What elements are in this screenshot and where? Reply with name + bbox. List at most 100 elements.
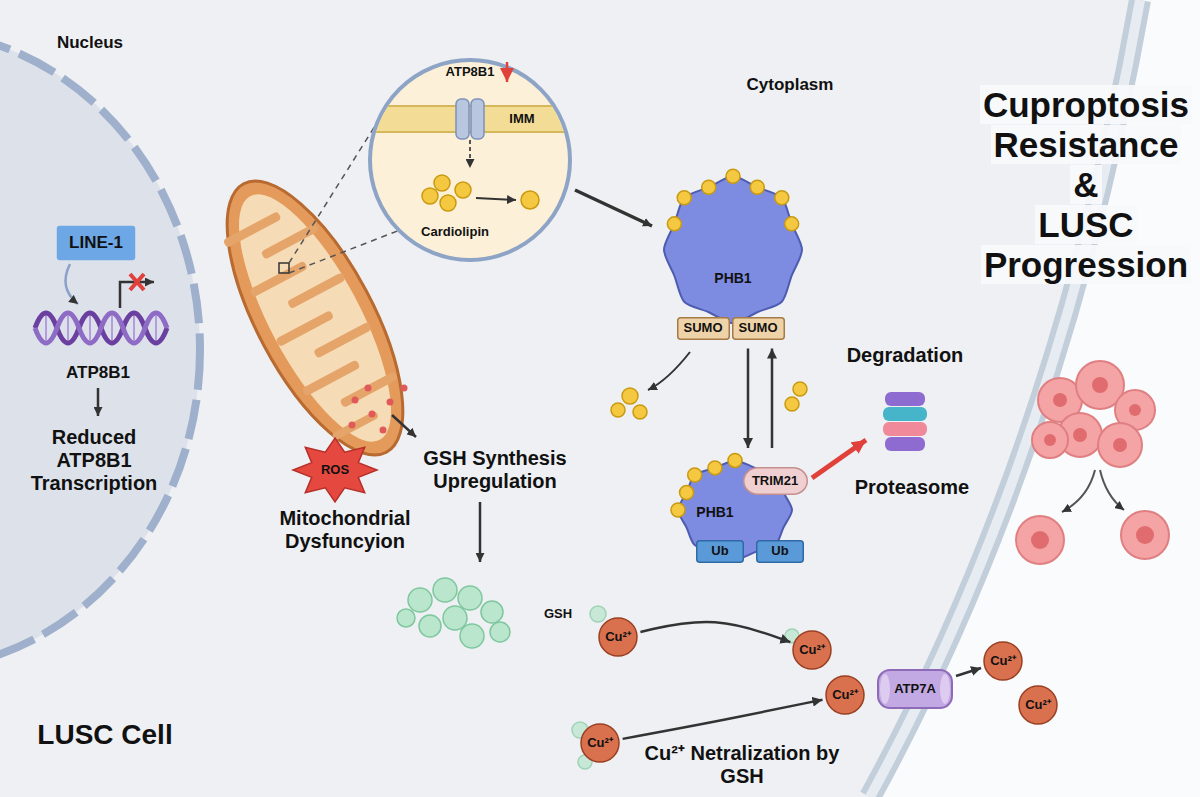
node-text: Cu²⁺ xyxy=(1025,698,1051,713)
tumor-nuclei xyxy=(1073,428,1087,442)
node-text: Cu²⁺ xyxy=(799,643,825,658)
node-text: PHB1 xyxy=(696,504,733,520)
ros-burst: ROS xyxy=(292,437,378,503)
copper-ion: Cu²⁺ xyxy=(598,617,638,657)
gsh-molecules xyxy=(419,615,441,637)
proteasome xyxy=(885,392,925,406)
gsh-molecules xyxy=(397,578,799,769)
element-box-outline xyxy=(57,226,136,261)
tumor-cells xyxy=(1121,511,1169,559)
cardiolipin-spheres xyxy=(422,175,539,211)
molecule-label: GSH xyxy=(536,607,580,622)
process-label: Degradation xyxy=(830,344,980,367)
transporter-body xyxy=(878,670,952,708)
proteasome xyxy=(883,407,927,421)
ligase-protein-outline xyxy=(743,468,807,495)
cardiolipin-spheres xyxy=(622,388,638,404)
gsh-molecules xyxy=(590,606,606,622)
dna-helix xyxy=(155,316,157,340)
gsh-molecules xyxy=(490,622,510,642)
cardiolipin-bead xyxy=(680,486,694,500)
cardiolipin-bead xyxy=(726,169,740,183)
connector-arrow xyxy=(640,622,790,642)
cardiolipin-spheres xyxy=(422,188,438,204)
title-block: Cuproptosis Resistance & LUSC Progressio… xyxy=(978,85,1194,285)
gsh-molecules xyxy=(408,588,432,612)
ros-dots xyxy=(387,399,394,406)
gsh-molecules xyxy=(397,609,415,627)
flow-arrow xyxy=(479,502,482,562)
node-text: SUMO xyxy=(684,321,723,336)
ubiquitin-tag-outline xyxy=(697,540,744,562)
compartment-label: Cytoplasm xyxy=(720,75,860,95)
cardiolipin-bead xyxy=(688,468,702,482)
sumo-tag-outline xyxy=(677,318,729,340)
ros-dots xyxy=(365,385,372,392)
node-text: Cu²⁺ xyxy=(587,736,613,751)
ion-circle xyxy=(826,676,864,714)
protein-complex: SUMOSUMOPHB1 xyxy=(658,171,808,346)
connector-arrow xyxy=(956,668,981,676)
sumo-tag: SUMO xyxy=(677,317,730,340)
compartment-label: Nucleus xyxy=(30,33,150,53)
movement-arrow xyxy=(476,198,516,200)
connector-arrow xyxy=(771,349,774,449)
ligase-protein: TRIM21 xyxy=(743,467,808,495)
copper-ion: Cu²⁺ xyxy=(580,723,620,763)
zoom-inset xyxy=(370,60,570,260)
dna-helix xyxy=(89,316,91,340)
cardiolipin-spheres xyxy=(440,195,456,211)
proliferation-arrow xyxy=(1062,470,1095,512)
ion-circle xyxy=(581,724,619,762)
block-mark xyxy=(130,274,144,290)
ubiquitin-tag: Ub xyxy=(696,540,744,563)
cardiolipin-spheres xyxy=(633,405,647,419)
tumor-nuclei xyxy=(1136,526,1154,544)
flippase-channel xyxy=(456,99,484,139)
cardiolipin-bead xyxy=(750,180,764,194)
ion-circle xyxy=(1019,686,1057,724)
flow-arrow xyxy=(97,388,100,416)
dna-helix xyxy=(67,316,69,340)
tumor-nuclei xyxy=(1044,434,1056,446)
protein-label: ATP8B1 xyxy=(435,65,505,80)
decrease-arrow xyxy=(506,62,509,82)
ion-circle xyxy=(793,631,831,669)
gsh-molecules xyxy=(443,606,467,630)
element-box: LINE-1 xyxy=(56,225,136,261)
block-mark xyxy=(130,274,144,290)
gsh-molecules xyxy=(460,624,484,648)
mitochondrion xyxy=(339,371,398,408)
transport-arrow xyxy=(469,140,471,168)
proliferation-arrow xyxy=(1100,470,1124,510)
node-text: LINE-1 xyxy=(69,233,123,253)
tumor-nuclei xyxy=(1129,404,1141,416)
protein-complex: TRIM21UbUbPHB1 xyxy=(675,451,825,569)
ion-circle xyxy=(599,618,637,656)
dna-helix xyxy=(35,313,167,343)
burst-shape xyxy=(293,438,377,502)
tumor-cells xyxy=(1016,516,1064,564)
cardiolipin-bead xyxy=(702,180,716,194)
tumor-nuclei xyxy=(1113,438,1127,452)
structure-label: Proteasome xyxy=(837,476,987,499)
mitochondrion xyxy=(275,310,334,347)
release-arrow xyxy=(648,352,690,390)
mitochondrion xyxy=(313,322,372,359)
node-text: Cu²⁺ xyxy=(832,688,858,703)
lipid-label: Cardiolipin xyxy=(410,225,500,240)
connector-arrow xyxy=(747,349,750,449)
zoom-lines xyxy=(289,230,400,273)
proteasome xyxy=(883,422,927,436)
node-text: Ub xyxy=(711,544,728,559)
tumor-cells xyxy=(1098,423,1142,467)
gsh-molecules xyxy=(433,578,457,602)
ros-dots xyxy=(369,411,376,418)
mitochondrion xyxy=(249,261,308,298)
gene-label: ATP8B1 xyxy=(38,363,158,383)
copper-transporter: ATP7A xyxy=(877,669,953,709)
connector-arrow xyxy=(623,700,823,739)
node-text: ROS xyxy=(321,463,349,478)
dna-helix xyxy=(35,313,167,343)
cardiolipin-spheres xyxy=(434,175,450,191)
